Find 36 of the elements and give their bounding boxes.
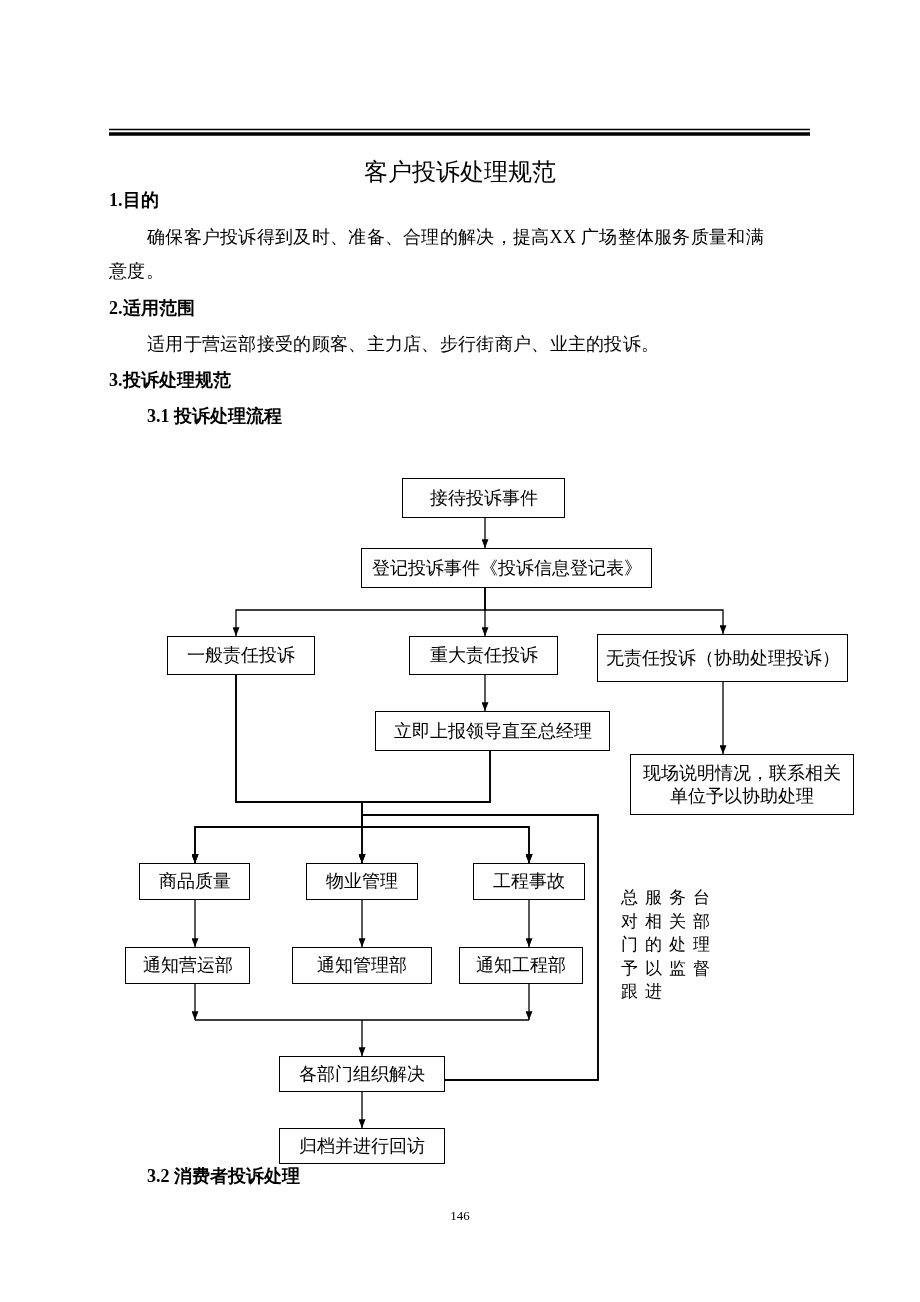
arrow — [191, 899, 199, 948]
arrow — [719, 681, 727, 755]
page-number: 146 — [450, 1208, 470, 1224]
process-box: 商品质量 — [139, 863, 250, 900]
process-box: 物业管理 — [306, 863, 418, 900]
process-box: 立即上报领导直至总经理 — [375, 711, 610, 751]
subsection-heading: 3.1 投诉处理流程 — [147, 405, 282, 428]
note-text: 总服务台对相关部门的处理予以监督跟进 — [621, 887, 718, 1003]
arrow — [525, 899, 533, 948]
process-box: 通知营运部 — [125, 947, 250, 984]
process-box: 无责任投诉（协助处理投诉） — [597, 634, 848, 682]
section-heading: 1.目的 — [109, 189, 159, 212]
arrow — [481, 517, 489, 549]
subsection-heading: 3.2 消费者投诉处理 — [147, 1165, 300, 1188]
paragraph: 适用于营运部接受的顾客、主力店、步行街商户、业主的投诉。 — [147, 333, 660, 356]
title: 客户投诉处理规范 — [364, 157, 556, 187]
arrow — [191, 983, 199, 1021]
process-box: 一般责任投诉 — [167, 636, 315, 675]
arrow — [358, 899, 366, 948]
arrow — [481, 674, 489, 712]
process-box: 工程事故 — [473, 863, 585, 900]
arrow — [358, 1091, 366, 1129]
paragraph: 确保客户投诉得到及时、准备、合理的解决，提高XX 广场整体服务质量和满意度。 — [109, 226, 765, 283]
process-box: 现场说明情况，联系相关单位予以协助处理 — [630, 754, 854, 815]
process-box: 接待投诉事件 — [402, 478, 565, 518]
process-box: 通知管理部 — [292, 947, 432, 984]
process-box: 归档并进行回访 — [279, 1128, 445, 1164]
arrow — [484, 587, 727, 635]
process-box: 各部门组织解决 — [279, 1056, 445, 1092]
process-box: 重大责任投诉 — [409, 636, 558, 675]
arrow — [194, 1019, 530, 1057]
process-box: 登记投诉事件《投诉信息登记表》 — [361, 548, 652, 588]
process-box: 通知工程部 — [459, 947, 583, 984]
section-heading: 2.适用范围 — [109, 297, 195, 320]
arrow — [525, 983, 533, 1021]
section-heading: 3.投诉处理规范 — [109, 369, 231, 392]
